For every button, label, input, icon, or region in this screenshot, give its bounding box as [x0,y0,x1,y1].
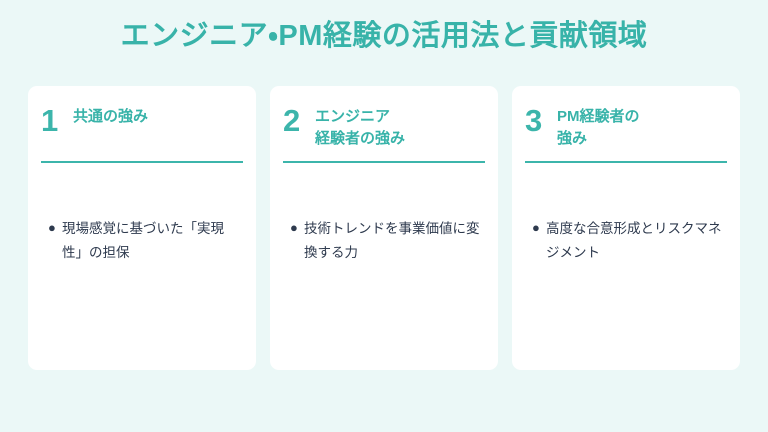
card-2-divider [283,161,485,163]
card-1-divider [41,161,243,163]
card-2-header: 2 エンジニア 経験者の強み [283,103,485,155]
card-2-number: 2 [283,103,301,138]
card-3-heading: PM経験者の 強み [557,108,640,147]
card-2: 2 エンジニア 経験者の強み ● 技術トレンドを事業価値に変換する力 [270,86,498,370]
card-2-bullet-list: ● 技術トレンドを事業価値に変換する力 [287,217,481,264]
card-1-number: 1 [41,103,59,138]
card-grid: 1 共通の強み ● 現場感覚に基づいた「実現性」の担保 2 エンジニア 経験者の… [28,86,740,370]
list-item: ● 高度な合意形成とリスクマネジメント [529,217,723,264]
bullet-dot-icon: ● [290,220,298,235]
list-item: ● 技術トレンドを事業価値に変換する力 [287,217,481,264]
card-3-bullet-list: ● 高度な合意形成とリスクマネジメント [529,217,723,264]
card-2-heading: エンジニア 経験者の強み [315,108,406,147]
card-3: 3 PM経験者の 強み ● 高度な合意形成とリスクマネジメント [512,86,740,370]
card-1-body: ● 現場感覚に基づいた「実現性」の担保 [41,217,243,264]
card-1-bullet-list: ● 現場感覚に基づいた「実現性」の担保 [45,217,239,264]
card-3-number: 3 [525,103,543,138]
bullet-dot-icon: ● [532,220,540,235]
card-1: 1 共通の強み ● 現場感覚に基づいた「実現性」の担保 [28,86,256,370]
card-2-body: ● 技術トレンドを事業価値に変換する力 [283,217,485,264]
card-3-header: 3 PM経験者の 強み [525,103,727,155]
bullet-dot-icon: ● [48,220,56,235]
card-1-bullet-text: 現場感覚に基づいた「実現性」の担保 [62,221,224,260]
card-1-heading: 共通の強み [73,108,149,125]
card-2-bullet-text: 技術トレンドを事業価値に変換する力 [304,221,480,260]
card-1-header: 1 共通の強み [41,103,243,155]
list-item: ● 現場感覚に基づいた「実現性」の担保 [45,217,239,264]
page-title: エンジニア・PM経験の活用法と貢献領域 [120,20,648,52]
card-3-bullet-text: 高度な合意形成とリスクマネジメント [546,221,722,260]
card-3-divider [525,161,727,163]
card-3-body: ● 高度な合意形成とリスクマネジメント [525,217,727,264]
